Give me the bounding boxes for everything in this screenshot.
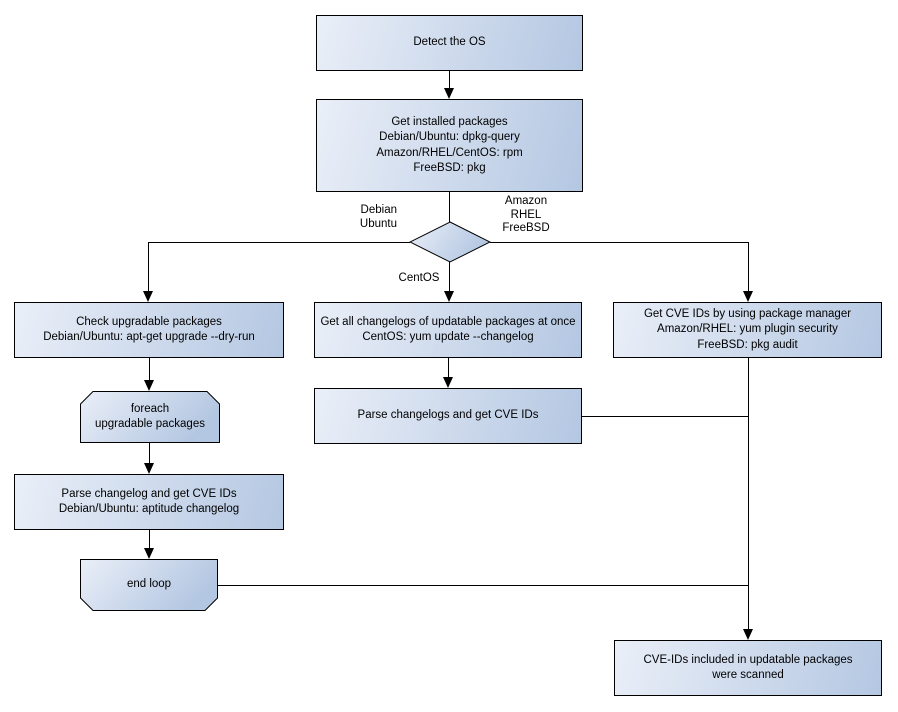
node-text-line: were scanned (712, 669, 784, 681)
diamond-shape (409, 221, 491, 263)
node-text-line: Detect the OS (413, 36, 486, 49)
arrowhead (743, 629, 753, 640)
connector-detect-to-installed (449, 71, 450, 89)
node-text-line: foreach (130, 402, 170, 415)
node-text-line: Get installed packages (391, 115, 508, 128)
node-text-line: Get CVE IDs by using package manager (643, 307, 852, 320)
node-detect-os: Detect the OS (316, 15, 583, 71)
node-text-line: Get all changelogs of updatable packages… (320, 315, 576, 328)
edge-label-amazon-rhel-freebsd: Amazon RHEL FreeBSD (496, 195, 556, 236)
arrowhead (743, 291, 753, 302)
connector-decision-centos (449, 262, 450, 291)
arrowhead (444, 88, 454, 99)
connector-decision-right-v (748, 242, 749, 291)
arrowhead (444, 291, 454, 302)
edge-label-centos: CentOS (389, 272, 449, 286)
node-text-line: end loop (126, 578, 172, 591)
connector-parsemid-to-trunk (582, 416, 748, 417)
loop-end-shape (80, 559, 218, 611)
arrowhead (144, 548, 154, 559)
connector-foreach-to-parse (149, 443, 150, 463)
connector-installed-to-decision (449, 192, 450, 222)
connector-endloop-to-trunk (218, 585, 748, 586)
loop-end-text: end loop (80, 559, 218, 611)
connector-decision-left-v (148, 242, 149, 291)
node-scanned-result: CVE-IDs included in updatable packages w… (614, 640, 882, 696)
node-end-loop: end loop (80, 559, 218, 611)
node-text-line: FreeBSD: pkg audit (697, 338, 798, 351)
node-os-decision-diamond (409, 221, 491, 263)
node-parse-changelog-left: Parse changelog and get CVE IDs Debian/U… (14, 474, 284, 530)
node-text-line: Check upgradable packages (76, 315, 222, 328)
node-text-line: Debian/Ubuntu: dpkg-query (379, 131, 520, 143)
node-text-line: Debian/Ubuntu: apt-get upgrade --dry-run (43, 331, 255, 343)
arrowhead (144, 380, 154, 391)
node-text-line: FreeBSD: pkg (413, 162, 486, 174)
node-check-upgradable-packages: Check upgradable packages Debian/Ubuntu:… (14, 302, 284, 358)
connector-trunk-to-result (748, 358, 749, 629)
node-get-all-changelogs: Get all changelogs of updatable packages… (314, 302, 582, 358)
arrowhead (443, 377, 453, 388)
arrowhead (144, 463, 154, 474)
node-get-installed-packages: Get installed packages Debian/Ubuntu: dp… (316, 99, 583, 192)
edge-label-line: Ubuntu (359, 217, 397, 230)
edge-label-line: CentOS (398, 272, 440, 284)
connector-check-to-foreach (149, 358, 150, 380)
edge-label-line: RHEL (510, 208, 542, 221)
connector-changelogs-to-parse (448, 358, 449, 377)
node-text-line: Amazon/RHEL: yum plugin security (657, 323, 838, 336)
node-foreach-loop-start: foreach upgradable packages (80, 391, 220, 443)
edge-label-line: Amazon (504, 195, 548, 207)
connector-decision-right-h (490, 242, 748, 243)
loop-start-shape (80, 391, 220, 443)
arrowhead (143, 291, 153, 302)
node-text-line: upgradable packages (95, 418, 205, 430)
node-text-line: Amazon/RHEL/CentOS: rpm (376, 146, 523, 159)
loop-start-text: foreach upgradable packages (80, 391, 220, 443)
node-text-line: Parse changelogs and get CVE IDs (357, 409, 539, 422)
node-text-line: CentOS: yum update --changelog (362, 331, 534, 343)
node-text-line: Parse changelog and get CVE IDs (61, 487, 237, 500)
edge-label-line: FreeBSD (502, 222, 550, 234)
node-parse-changelogs-mid: Parse changelogs and get CVE IDs (314, 388, 582, 444)
connector-parse-to-endloop (149, 530, 150, 548)
node-get-cve-ids-right: Get CVE IDs by using package manager Ama… (613, 302, 882, 358)
node-text-line: Debian/Ubuntu: aptitude changelog (58, 503, 240, 515)
edge-label-line: Debian (360, 204, 397, 216)
node-text-line: CVE-IDs included in updatable packages (643, 653, 853, 666)
edge-label-debian-ubuntu: Debian Ubuntu (317, 204, 397, 231)
connector-decision-left-h (148, 242, 410, 243)
